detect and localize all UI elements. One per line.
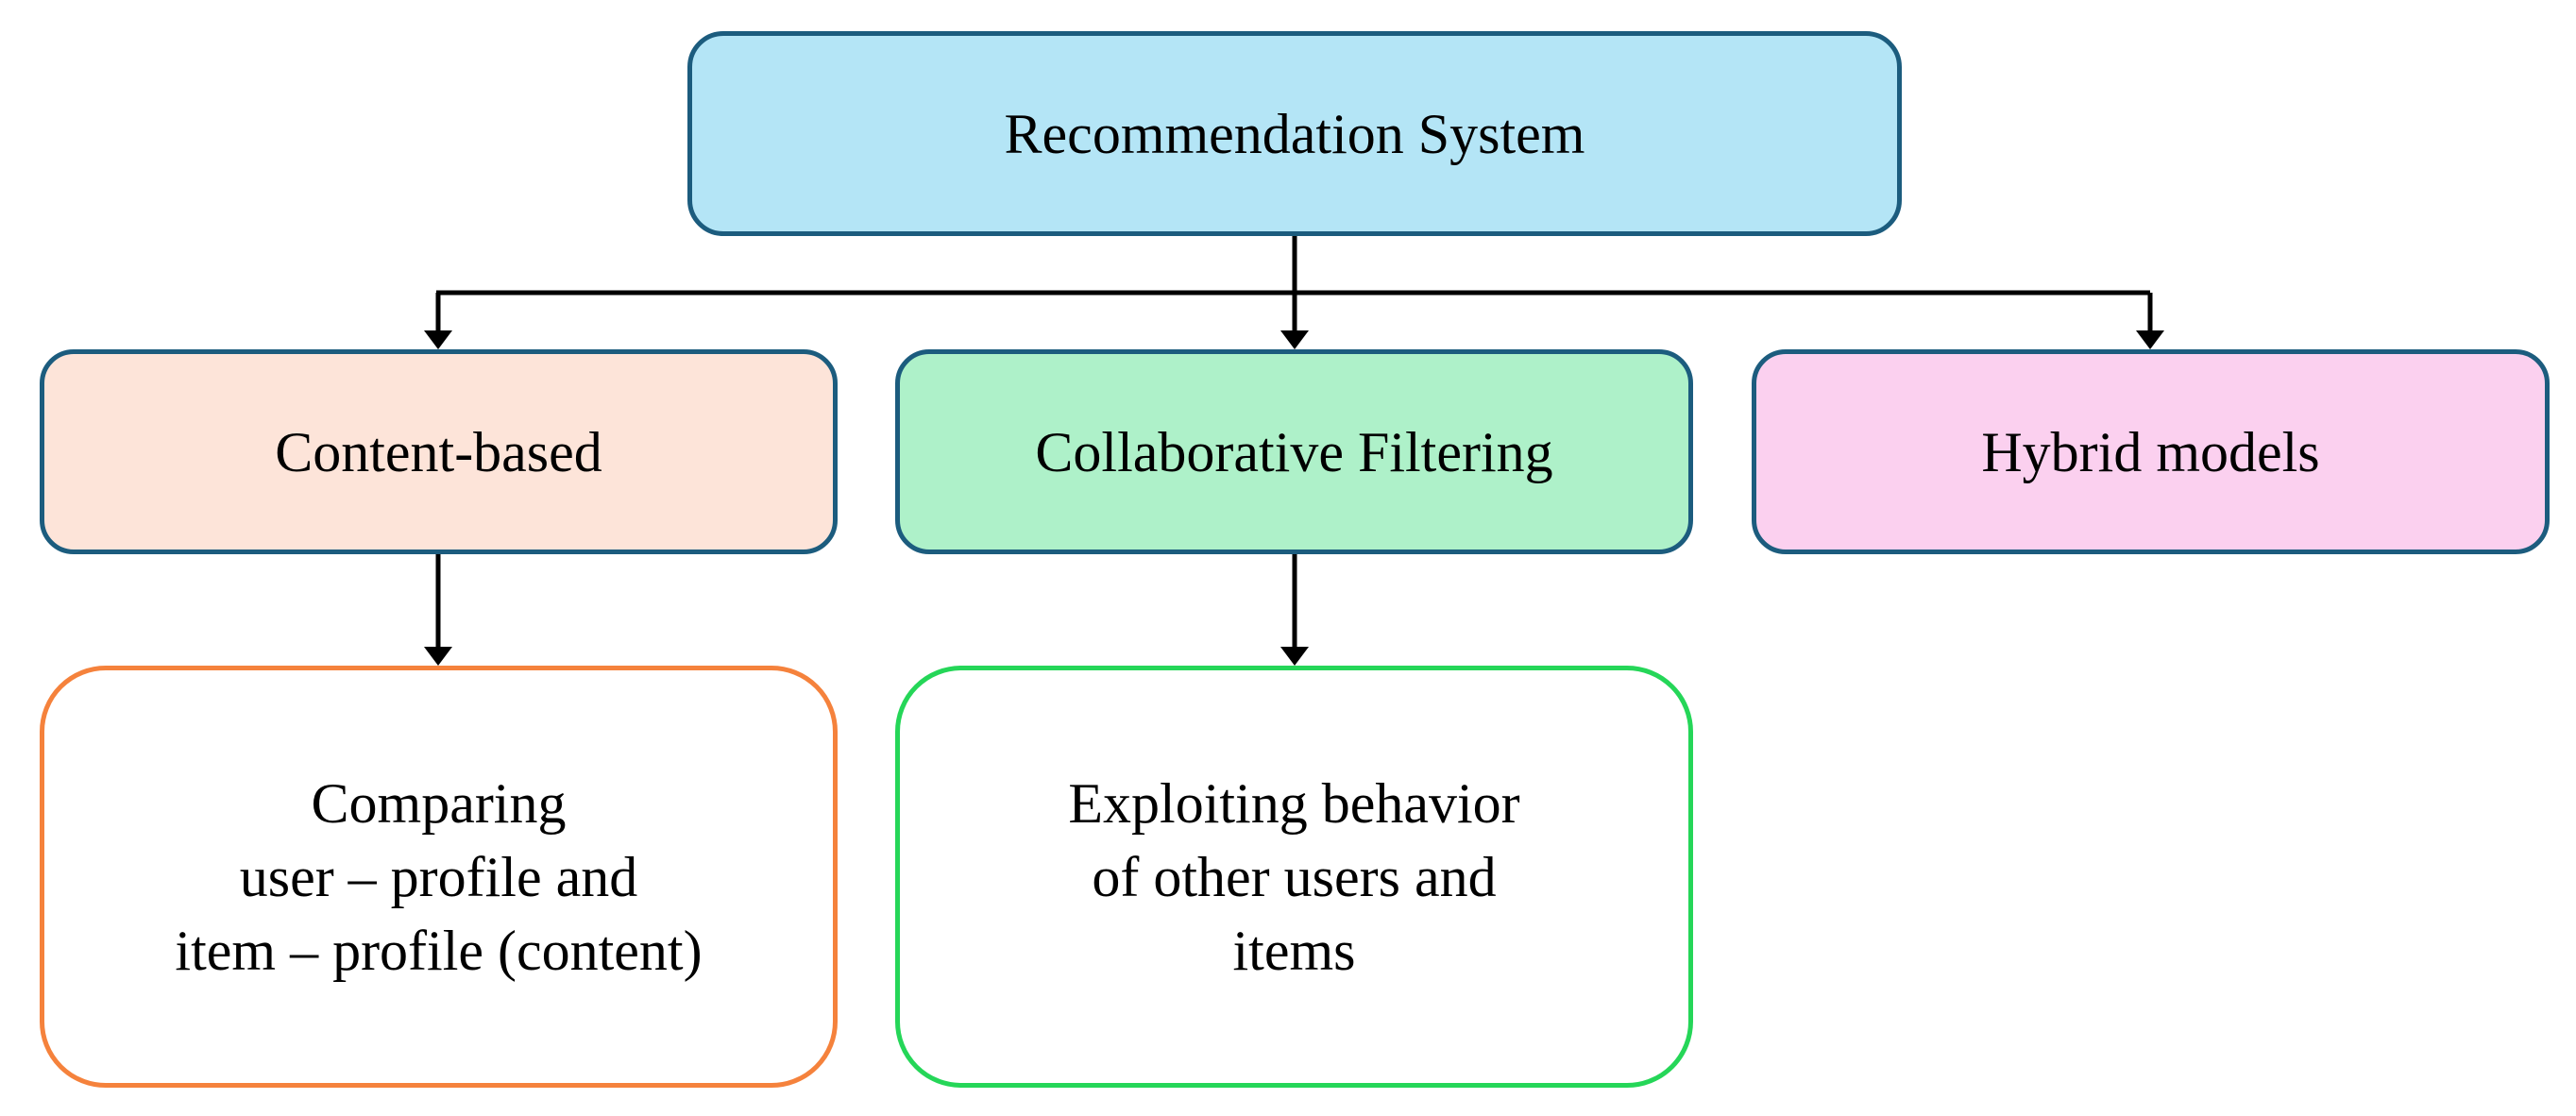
content-based-description-label: Comparing user – profile and item – prof…: [175, 771, 703, 982]
root-node: Recommendation System: [687, 31, 1902, 236]
content-based-description-node: Comparing user – profile and item – prof…: [40, 666, 838, 1088]
arrowhead-collaborative: [1280, 330, 1309, 349]
content-based-node: Content-based: [40, 349, 838, 554]
arrowhead-hybrid: [2136, 330, 2164, 349]
root-node-label: Recommendation System: [1004, 102, 1585, 165]
arrowhead-content-desc: [424, 647, 452, 666]
collaborative-filtering-node-label: Collaborative Filtering: [1035, 420, 1553, 483]
collaborative-description-label: Exploiting behavior of other users and i…: [1068, 771, 1520, 982]
content-based-node-label: Content-based: [275, 420, 602, 483]
collaborative-filtering-node: Collaborative Filtering: [895, 349, 1693, 554]
hybrid-models-node-label: Hybrid models: [1981, 420, 2320, 483]
arrowhead-content-based: [424, 330, 452, 349]
hybrid-models-node: Hybrid models: [1752, 349, 2550, 554]
arrowhead-collab-desc: [1280, 647, 1309, 666]
collaborative-description-node: Exploiting behavior of other users and i…: [895, 666, 1693, 1088]
